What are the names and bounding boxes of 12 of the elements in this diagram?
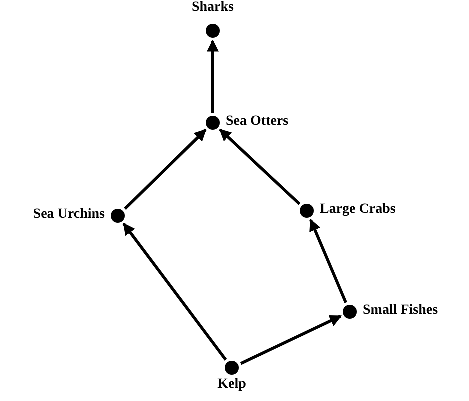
node-label: Large Crabs (320, 202, 396, 218)
node-label: Sharks (192, 0, 234, 16)
node-label: Sea Urchins (33, 207, 105, 223)
node-label: Sea Otters (226, 114, 289, 130)
arrow (207, 40, 219, 113)
arrow (219, 128, 301, 206)
arrow (240, 314, 342, 366)
arrow (310, 219, 348, 304)
node-label: Kelp (218, 377, 246, 393)
arrow (124, 128, 207, 210)
arrow (122, 223, 228, 361)
node-label: Small Fishes (363, 303, 438, 319)
